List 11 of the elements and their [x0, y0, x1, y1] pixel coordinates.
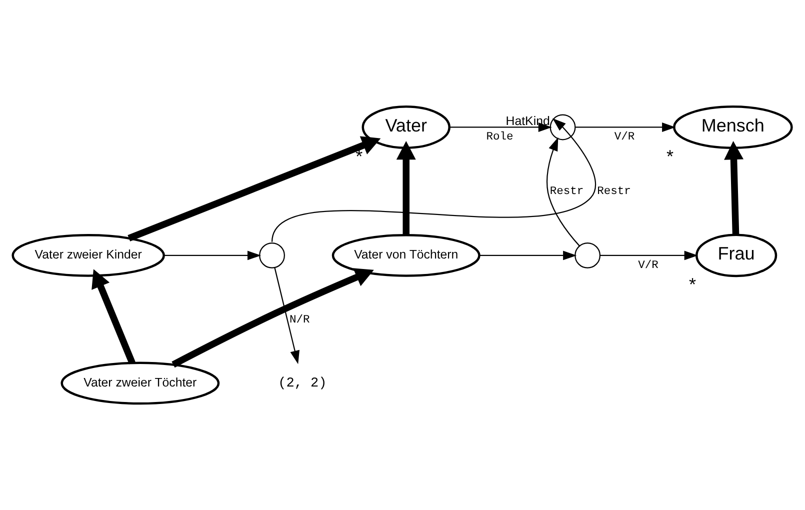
- edge-label: Restr: [597, 186, 631, 198]
- node-text: (2, 2): [278, 376, 327, 392]
- edge-label: V/R: [614, 132, 635, 144]
- node-label: *: [356, 146, 363, 166]
- edge-label: V/R: [638, 260, 658, 272]
- node-label: *: [689, 274, 696, 295]
- node-label: HatKind: [506, 114, 550, 128]
- edge-label: N/R: [290, 314, 310, 326]
- node-label: *: [666, 146, 674, 166]
- edge-label: Restr: [550, 186, 584, 198]
- edge-label: Role: [486, 132, 514, 144]
